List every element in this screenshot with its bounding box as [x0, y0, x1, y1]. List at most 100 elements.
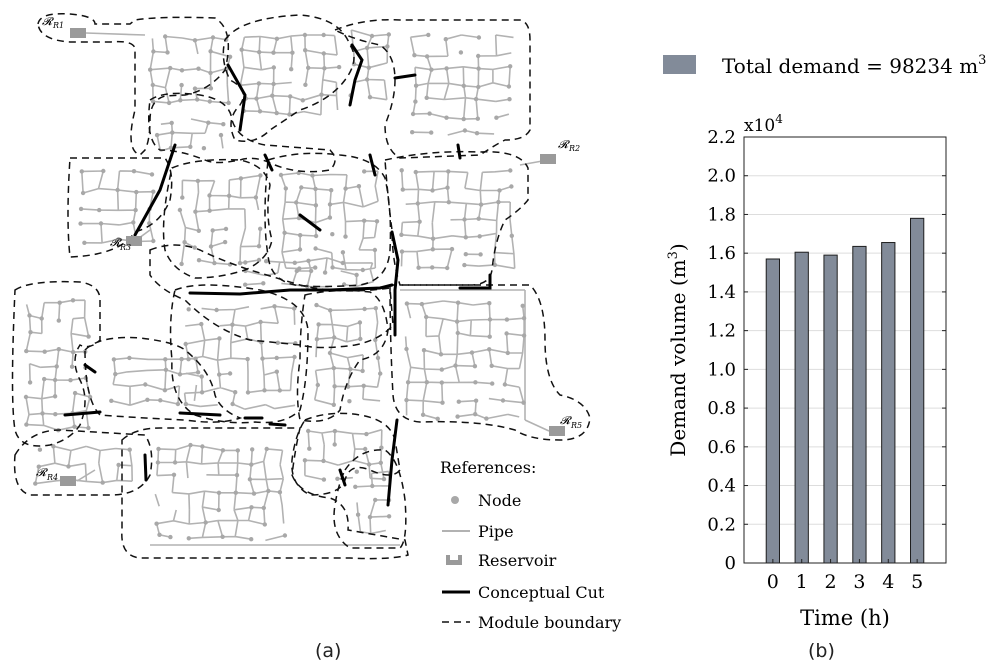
- node: [188, 442, 193, 448]
- node: [178, 98, 183, 103]
- node: [27, 313, 32, 318]
- node: [168, 534, 173, 540]
- node: [207, 99, 212, 104]
- pipe-segment-group: [304, 428, 385, 481]
- node: [478, 202, 484, 207]
- svg-text:𝓡: 𝓡: [36, 466, 48, 479]
- node: [150, 99, 156, 104]
- node: [424, 54, 430, 59]
- node: [177, 207, 183, 213]
- x-tick-label: 4: [882, 571, 894, 593]
- node: [23, 394, 29, 400]
- node: [348, 366, 353, 372]
- node: [98, 221, 104, 226]
- node: [462, 128, 468, 133]
- node: [179, 82, 184, 88]
- node: [282, 533, 288, 538]
- node: [247, 477, 253, 482]
- node: [227, 54, 233, 59]
- node: [179, 68, 185, 73]
- module-boundary: [296, 289, 389, 422]
- pipe-segment-group: [154, 444, 286, 542]
- node: [42, 376, 47, 382]
- node: [258, 319, 263, 325]
- node: [192, 86, 198, 91]
- node: [410, 111, 416, 117]
- node: [56, 318, 61, 323]
- node: [254, 96, 259, 101]
- node: [476, 84, 481, 90]
- svg-text:R2: R2: [568, 144, 580, 153]
- node: [226, 193, 232, 198]
- node: [151, 238, 156, 244]
- node: [386, 32, 391, 37]
- y-tick-label: 0: [725, 553, 736, 574]
- node: [115, 187, 120, 193]
- node: [262, 522, 267, 527]
- node: [438, 352, 444, 357]
- conceptual-cut: [268, 422, 287, 427]
- node: [373, 497, 378, 503]
- node: [97, 207, 102, 213]
- node: [321, 51, 326, 56]
- node: [366, 462, 372, 467]
- node: [233, 490, 238, 495]
- node: [156, 446, 161, 452]
- node: [321, 458, 326, 464]
- conceptual-cut: [458, 273, 492, 290]
- conceptual-cut: [298, 213, 322, 232]
- node: [78, 206, 84, 212]
- node: [375, 355, 381, 361]
- node: [274, 355, 279, 361]
- node: [354, 272, 359, 278]
- node: [134, 189, 139, 195]
- node: [227, 371, 233, 376]
- references-title: References:: [440, 458, 536, 477]
- pipe-segment-group: [34, 445, 133, 485]
- node: [111, 357, 117, 362]
- node: [237, 260, 243, 266]
- node: [509, 233, 514, 238]
- node: [476, 53, 481, 59]
- node: [72, 424, 77, 429]
- node: [28, 330, 33, 335]
- node: [193, 356, 198, 361]
- node: [469, 350, 475, 355]
- node: [260, 356, 265, 361]
- pipe-segment-group: [25, 299, 91, 431]
- node: [256, 257, 262, 263]
- y-tick-label: 0.8: [707, 398, 736, 419]
- node: [148, 67, 153, 72]
- node: [192, 38, 198, 43]
- node: [270, 93, 275, 98]
- legend-swatch: [663, 55, 696, 74]
- node: [199, 374, 204, 379]
- node: [367, 514, 373, 520]
- node: [271, 50, 276, 55]
- x-tick-label: 0: [767, 571, 779, 593]
- node: [306, 65, 311, 71]
- node: [430, 247, 435, 252]
- node: [163, 357, 168, 362]
- svg-text:R1: R1: [52, 21, 64, 30]
- node: [332, 442, 337, 447]
- node-symbol: [451, 496, 459, 504]
- node: [426, 32, 431, 38]
- module-boundary: [121, 427, 409, 560]
- reservoir-r1: 𝓡 R1: [42, 15, 86, 38]
- module-boundary: [222, 14, 355, 142]
- panel-caption-a: (a): [315, 640, 342, 662]
- node: [521, 400, 526, 405]
- node: [257, 49, 262, 55]
- node: [183, 401, 189, 407]
- node: [473, 96, 479, 102]
- node: [413, 99, 418, 104]
- node: [179, 356, 184, 362]
- module-boundary: [149, 244, 394, 349]
- node: [362, 169, 367, 174]
- node: [294, 200, 299, 205]
- node: [322, 66, 327, 71]
- node: [208, 49, 213, 54]
- node: [399, 168, 404, 173]
